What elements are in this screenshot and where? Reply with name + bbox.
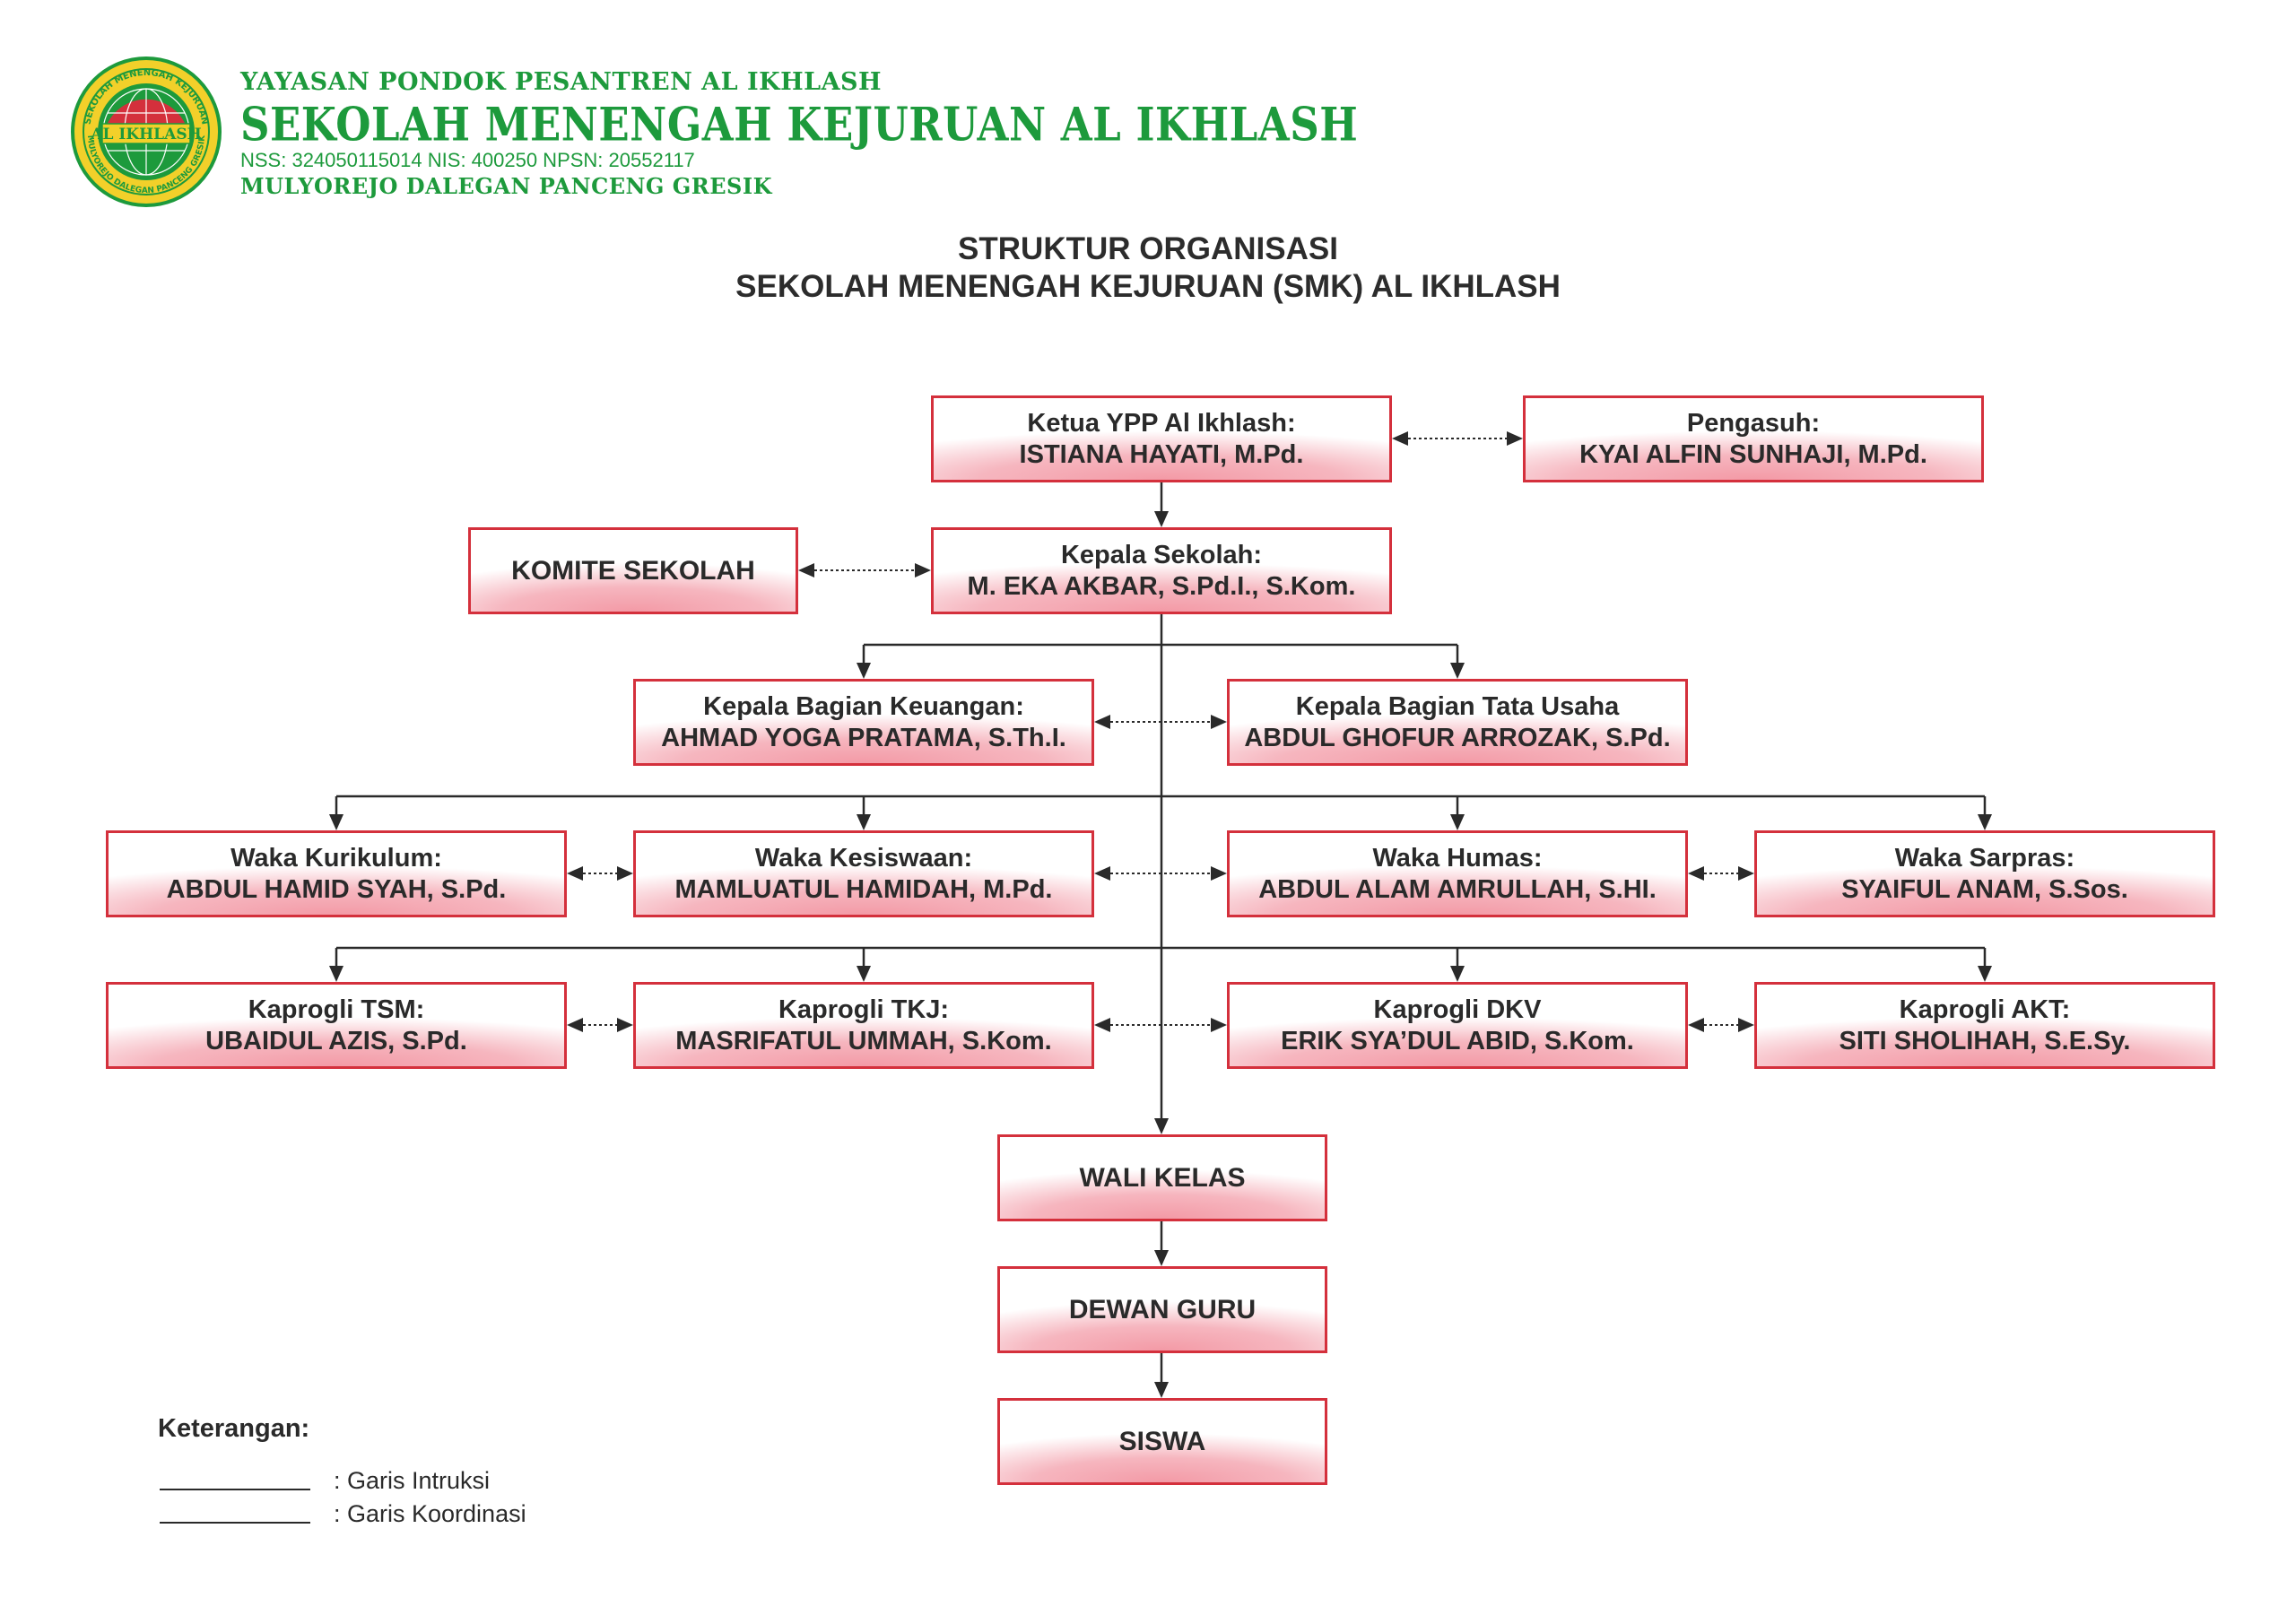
legend-instruction-text: : Garis Intruksi	[334, 1467, 491, 1494]
branch-kesiswaan-arrow	[857, 814, 871, 830]
coord-ketua-pengasuh-arrow-left	[1392, 431, 1408, 446]
node-person: KYAI ALFIN SUNHAJI, M.Pd.	[1579, 439, 1927, 469]
node-role: Waka Kurikulum:	[230, 844, 442, 873]
node-siswa: SISWA	[997, 1398, 1327, 1485]
coord-tkj-dkv-arrow-left	[1094, 1018, 1110, 1032]
node-role: Kaprogli AKT:	[1899, 995, 2071, 1025]
spine-to-walikelas-arrow	[1154, 1118, 1169, 1134]
node-komite: KOMITE SEKOLAH	[468, 527, 798, 614]
coord-komite-kepsek-arrow-left	[798, 563, 814, 578]
coord-humas-sarpras-arrow-left	[1688, 866, 1704, 881]
node-person: ABDUL GHOFUR ARROZAK, S.Pd.	[1244, 723, 1671, 752]
node-person: M. EKA AKBAR, S.Pd.I., S.Kom.	[967, 571, 1356, 601]
coord-tsm-tkj-arrow-right	[617, 1018, 633, 1032]
node-person: ABDUL ALAM AMRULLAH, S.HI.	[1258, 874, 1657, 904]
node-label: KOMITE SEKOLAH	[511, 555, 755, 586]
node-pengasuh: Pengasuh: KYAI ALFIN SUNHAJI, M.Pd.	[1523, 395, 1984, 482]
node-kurikulum: Waka Kurikulum: ABDUL HAMID SYAH, S.Pd.	[106, 830, 567, 917]
coord-humas-sarpras-arrow-right	[1738, 866, 1754, 881]
node-role: Waka Kesiswaan:	[754, 844, 973, 873]
node-person: AHMAD YOGA PRATAMA, S.Th.I.	[661, 723, 1066, 752]
coord-kesiswaan-humas-arrow-right	[1211, 866, 1227, 881]
node-label: SISWA	[1118, 1426, 1206, 1456]
node-akt: Kaprogli AKT: SITI SHOLIHAH, S.E.Sy.	[1754, 982, 2215, 1069]
branch-keuangan-arrow	[857, 663, 871, 679]
node-dewanguru: DEWAN GURU	[997, 1266, 1327, 1353]
node-person: MASRIFATUL UMMAH, S.Kom.	[675, 1026, 1052, 1055]
node-label: WALI KELAS	[1079, 1162, 1246, 1193]
node-walikelas: WALI KELAS	[997, 1134, 1327, 1221]
coord-dkv-akt-arrow-left	[1688, 1018, 1704, 1032]
node-kesiswaan: Waka Kesiswaan: MAMLUATUL HAMIDAH, M.Pd.	[633, 830, 1094, 917]
node-kepsek: Kepala Sekolah: M. EKA AKBAR, S.Pd.I., S…	[931, 527, 1392, 614]
node-tkj: Kaprogli TKJ: MASRIFATUL UMMAH, S.Kom.	[633, 982, 1094, 1069]
node-role: Kepala Bagian Tata Usaha	[1295, 692, 1620, 722]
logo-center-text: AL IKHLASH	[90, 126, 201, 143]
walikelas-to-dewanguru-arrow	[1154, 1250, 1169, 1266]
node-label: DEWAN GURU	[1068, 1294, 1257, 1324]
node-dkv: Kaprogli DKV ERIK SYA’DUL ABID, S.Kom.	[1227, 982, 1688, 1069]
node-person: UBAIDUL AZIS, S.Pd.	[205, 1026, 467, 1055]
branch-tsm-arrow	[329, 966, 344, 982]
node-person: ISTIANA HAYATI, M.Pd.	[1019, 439, 1304, 469]
school-name: SEKOLAH MENENGAH KEJURUAN AL IKHLASH	[240, 97, 1359, 152]
branch-tatausaha-arrow	[1450, 663, 1465, 679]
node-role: Kaprogli DKV	[1373, 995, 1542, 1025]
node-person: MAMLUATUL HAMIDAH, M.Pd.	[674, 874, 1053, 904]
node-ketua: Ketua YPP Al Ikhlash: ISTIANA HAYATI, M.…	[931, 395, 1392, 482]
coord-komite-kepsek-arrow-right	[915, 563, 931, 578]
coord-kurikulum-kesiswaan-arrow-left	[567, 866, 583, 881]
legend-instruction-line	[160, 1489, 310, 1490]
school-header: AL IKHLASH SEKOLAH MENENGAH KEJURUAN MUL…	[0, 0, 2296, 215]
coord-keuangan-tatausaha-arrow-right	[1211, 715, 1227, 729]
branch-tkj-arrow	[857, 966, 871, 982]
legend-title: Keterangan:	[158, 1414, 310, 1443]
coord-kesiswaan-humas-arrow-left	[1094, 866, 1110, 881]
branch-dkv-arrow	[1450, 966, 1465, 982]
coord-keuangan-tatausaha-arrow-left	[1094, 715, 1110, 729]
coord-kurikulum-kesiswaan-arrow-right	[617, 866, 633, 881]
branch-kurikulum-arrow	[329, 814, 344, 830]
school-address: MULYOREJO DALEGAN PANCENG GRESIK	[240, 173, 772, 199]
school-logo: AL IKHLASH SEKOLAH MENENGAH KEJURUAN MUL…	[71, 56, 222, 207]
node-role: Kaprogli TKJ:	[778, 995, 950, 1025]
node-person: SYAIFUL ANAM, S.Sos.	[1841, 874, 2128, 904]
legend-coordination-text: : Garis Koordinasi	[334, 1500, 526, 1527]
node-person: ERIK SYA’DUL ABID, S.Kom.	[1281, 1026, 1634, 1055]
branch-akt-arrow	[1978, 966, 1992, 982]
node-role: Ketua YPP Al Ikhlash:	[1027, 409, 1296, 439]
coord-ketua-pengasuh-arrow-right	[1507, 431, 1523, 446]
chart-title: STRUKTUR ORGANISASI	[958, 231, 1338, 266]
foundation-name: YAYASAN PONDOK PESANTREN AL IKHLASH	[240, 68, 883, 96]
node-role: Pengasuh:	[1686, 409, 1821, 439]
legend-coordination-line	[160, 1522, 310, 1524]
node-role: Kaprogli TSM:	[248, 995, 425, 1025]
node-role: Waka Sarpras:	[1894, 844, 2075, 873]
node-tsm: Kaprogli TSM: UBAIDUL AZIS, S.Pd.	[106, 982, 567, 1069]
node-role: Waka Humas:	[1372, 844, 1543, 873]
node-role: Kepala Bagian Keuangan:	[703, 692, 1024, 722]
node-person: SITI SHOLIHAH, S.E.Sy.	[1839, 1026, 2131, 1055]
branch-sarpras-arrow	[1978, 814, 1992, 830]
branch-humas-arrow	[1450, 814, 1465, 830]
coord-tkj-dkv-arrow-right	[1211, 1018, 1227, 1032]
dewanguru-to-siswa-arrow	[1154, 1382, 1169, 1398]
node-tatausaha: Kepala Bagian Tata Usaha ABDUL GHOFUR AR…	[1227, 679, 1688, 766]
node-humas: Waka Humas: ABDUL ALAM AMRULLAH, S.HI.	[1227, 830, 1688, 917]
node-sarpras: Waka Sarpras: SYAIFUL ANAM, S.Sos.	[1754, 830, 2215, 917]
coord-dkv-akt-arrow-right	[1738, 1018, 1754, 1032]
ketua-to-kepsek-arrow	[1154, 511, 1169, 527]
school-codes: NSS: 324050115014 NIS: 400250 NPSN: 2055…	[240, 149, 695, 171]
node-keuangan: Kepala Bagian Keuangan: AHMAD YOGA PRATA…	[633, 679, 1094, 766]
node-person: ABDUL HAMID SYAH, S.Pd.	[166, 874, 507, 904]
chart-subtitle: SEKOLAH MENENGAH KEJURUAN (SMK) AL IKHLA…	[735, 269, 1561, 304]
coord-tsm-tkj-arrow-left	[567, 1018, 583, 1032]
node-role: Kepala Sekolah:	[1060, 541, 1263, 570]
